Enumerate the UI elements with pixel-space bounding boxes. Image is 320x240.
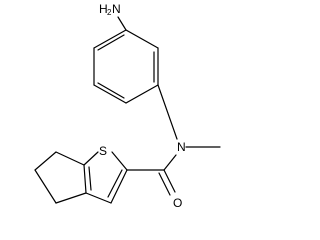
bond-c7a-c3a-double xyxy=(88,166,92,191)
atom-nh2: H 2 N xyxy=(99,2,121,17)
bond xyxy=(93,29,127,49)
bond-c-nh2 xyxy=(117,16,127,31)
bond xyxy=(125,29,159,49)
bond-aryl-n xyxy=(157,84,178,140)
bond-c7a-c3a xyxy=(83,164,87,194)
bond-c-o xyxy=(163,169,176,193)
bond-c-o-double xyxy=(158,172,171,196)
bond xyxy=(34,151,57,171)
bond-c2-s xyxy=(111,151,128,171)
amine-h-count: 2 xyxy=(107,8,112,17)
bond xyxy=(55,192,87,204)
bond-inner xyxy=(97,34,125,51)
bond-c3-c2-double xyxy=(107,169,123,198)
sulfur-label: S xyxy=(99,144,107,158)
structure-diagram: H 2 N S N O xyxy=(34,2,221,210)
amide-n-label: N xyxy=(177,140,186,154)
molecule-drawing: H 2 N S N O xyxy=(34,2,221,210)
bond-inner xyxy=(97,82,125,99)
bond-n-carbonyl xyxy=(163,154,177,171)
benzene-ring xyxy=(93,29,159,104)
bond xyxy=(93,84,127,104)
bond-c3-c2 xyxy=(110,169,128,204)
bond-c3a-c3 xyxy=(85,192,112,204)
thiophene-ring xyxy=(83,151,128,204)
amine-n-label: N xyxy=(112,2,121,16)
bond-s-c7a xyxy=(83,151,99,166)
bond xyxy=(55,151,85,166)
bond xyxy=(125,84,159,104)
carbonyl-o-label: O xyxy=(173,196,182,210)
cyclopentane-ring xyxy=(34,151,87,204)
bond xyxy=(34,169,57,204)
amine-h-label: H xyxy=(99,2,108,16)
